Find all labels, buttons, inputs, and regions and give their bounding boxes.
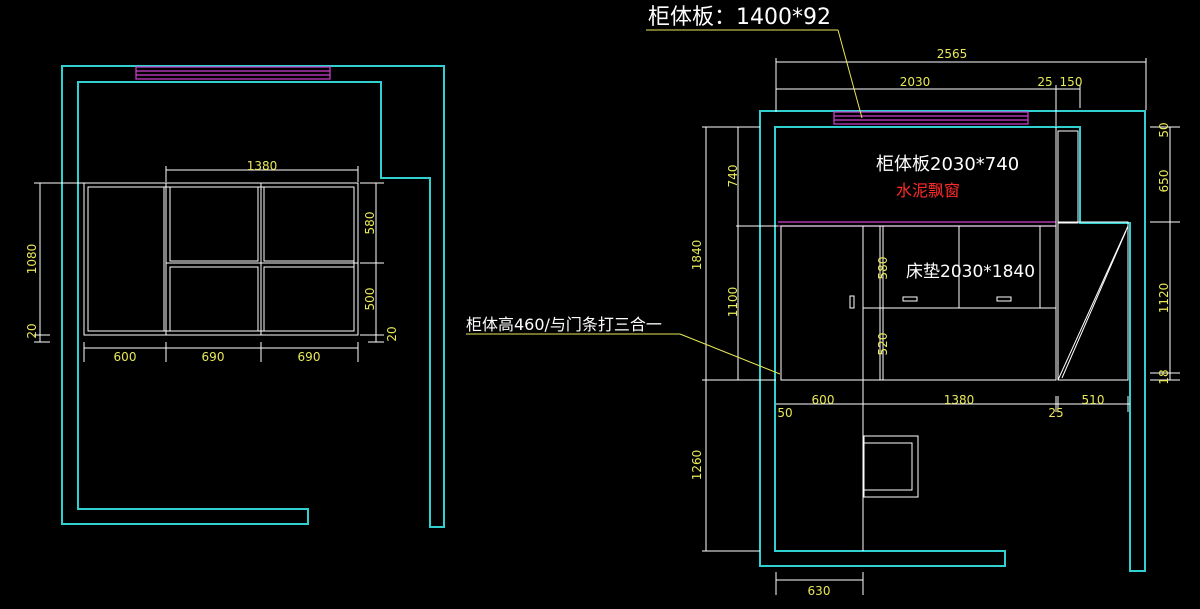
window-label: 水泥飘窗 [896,181,960,200]
right-dim-right-3: 1120 [1157,283,1171,314]
right-dim-top-2: 2030 [900,75,931,89]
left-dim-right-2: 500 [363,288,377,311]
right-dim-inner-2: 520 [876,333,890,356]
right-dim-bottom: 630 [808,584,831,598]
leader-lines [466,29,863,375]
left-dim-right-3: 20 [385,326,399,341]
cabinet-label: 柜体板2030*740 [876,154,1019,175]
left-dim-bottom-2: 690 [202,350,225,364]
right-dim-left-3: 1100 [726,287,740,318]
right-dim-top-3: 25 [1037,75,1052,89]
left-window [135,66,331,80]
right-dim-top-4: 150 [1060,75,1083,89]
left-dim-top: 1380 [247,159,278,173]
right-dim-right-1: 50 [1157,122,1171,137]
right-dim-mid-1: 50 [777,406,792,420]
right-window [833,111,1029,125]
right-dim-left-4: 1260 [690,450,704,481]
left-dim-right-1: 580 [363,212,377,235]
left-floor-plan: 1380 600 690 690 1080 20 580 500 20 [25,65,445,528]
left-wall-outline [61,65,445,528]
left-dimension-lines [34,166,384,362]
right-dim-mid-2: 600 [812,393,835,407]
right-dim-left-1: 740 [726,165,740,188]
right-furniture [780,127,1129,551]
left-dim-left-2: 20 [25,323,39,338]
left-dim-left-1: 1080 [25,244,39,275]
right-dim-right-2: 650 [1157,170,1171,193]
right-dim-mid-5: 510 [1082,393,1105,407]
right-dim-top-1: 2565 [937,47,968,61]
left-dim-bottom-3: 690 [298,350,321,364]
right-dim-mid-4: 25 [1048,406,1063,420]
right-dim-right-4: 18 [1157,369,1171,384]
right-dim-inner-1: 580 [876,257,890,280]
right-floor-plan: 柜体板：1400*92 柜体板2030*740 水泥飘窗 床垫2030*1840… [466,5,1180,598]
callout-top: 柜体板：1400*92 [648,5,831,30]
mattress-label: 床垫2030*1840 [906,262,1035,282]
left-dim-bottom-1: 600 [114,350,137,364]
right-wall-outline [759,110,1146,572]
right-dim-mid-3: 1380 [944,393,975,407]
right-dimension-lines [702,58,1180,595]
right-cabinet-band [778,221,1056,227]
right-dim-left-2: 1840 [690,240,704,271]
callout-left: 柜体高460/与门条打三合一 [466,315,662,334]
left-cabinet [83,182,359,336]
